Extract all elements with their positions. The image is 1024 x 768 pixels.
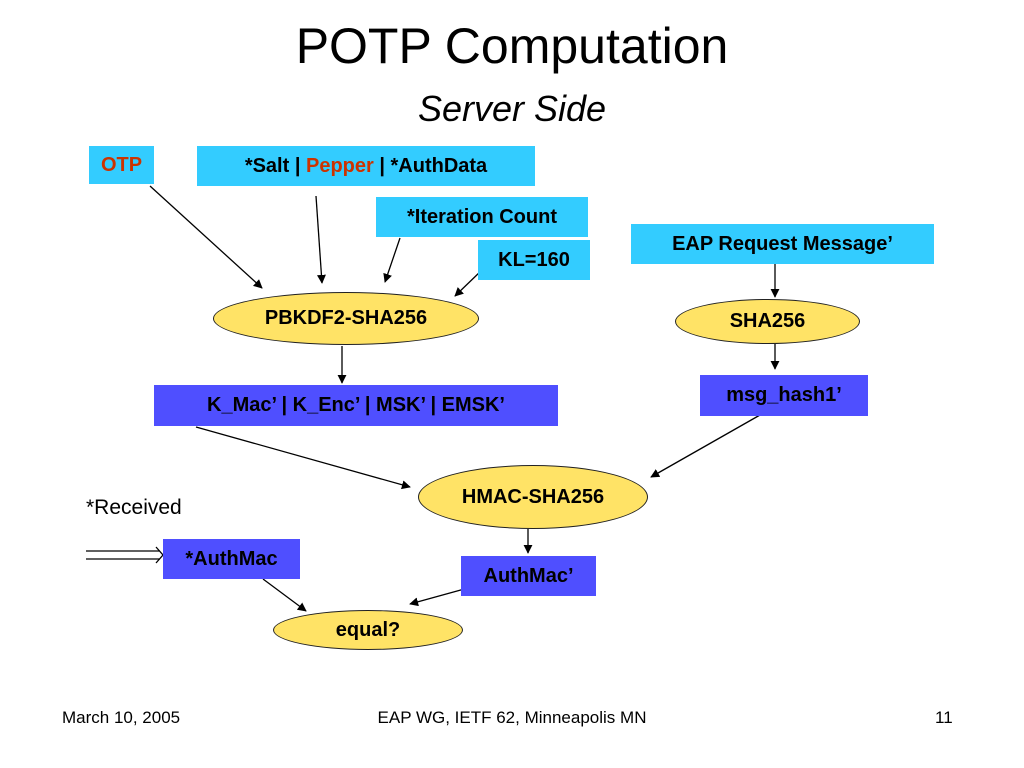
msg-hash-label: msg_hash1’ [726,384,842,406]
received-label: *Received [86,496,182,519]
authmac-received-label: *AuthMac [185,547,278,570]
keys-box: K_Mac’ | K_Enc’ | MSK’ | EMSK’ [154,385,558,426]
sha256-label: SHA256 [729,310,806,332]
hmac-label: HMAC-SHA256 [461,485,605,508]
salt-prefix-label: *Salt | [244,154,306,177]
footer-page-number: 11 [935,708,953,727]
eap-request-box: EAP Request Message’ [631,224,934,264]
iteration-count-box: *Iteration Count [376,197,588,237]
msg-hash-box: msg_hash1’ [700,375,868,416]
arrow-msghash-to-hmac [650,414,761,478]
authmac-computed-box: AuthMac’ [461,556,596,596]
sha256-oval: SHA256 [675,299,860,344]
slide-title: POTP Computation [295,18,729,74]
arrow-authmac-to-equal [262,578,307,612]
otp-label: OTP [100,153,143,176]
pbkdf2-label: PBKDF2-SHA256 [264,307,428,329]
arrow-keys-to-hmac [195,426,411,490]
iteration-count-label: *Iteration Count [407,205,557,228]
equal-label: equal? [335,618,401,641]
footer-date: March 10, 2005 [62,708,181,727]
arrow-received-head [155,546,164,564]
arrow-otp-to-pbkdf2 [149,185,263,289]
arrow-iteration-to-pbkdf2 [383,237,401,283]
arrow-authmac-computed-to-equal [409,587,469,607]
authmac-computed-label: AuthMac’ [483,564,574,587]
hmac-oval: HMAC-SHA256 [418,465,648,529]
salt-pepper-authdata-box: *Salt | Pepper | *AuthData [197,146,535,186]
slide-subtitle: Server Side [417,88,607,129]
kl-label: KL=160 [498,248,570,271]
authdata-label: | *AuthData [373,154,488,177]
pepper-label: Pepper [305,154,374,177]
eap-request-label: EAP Request Message’ [672,232,893,255]
keys-label: K_Mac’ | K_Enc’ | MSK’ | EMSK’ [207,394,505,416]
footer-event: EAP WG, IETF 62, Minneapolis MN [377,708,647,727]
pbkdf2-oval: PBKDF2-SHA256 [213,292,479,345]
equal-oval: equal? [273,610,463,650]
arrow-kl-to-pbkdf2 [454,269,483,297]
kl-box: KL=160 [478,240,590,280]
authmac-received-box: *AuthMac [163,539,300,579]
arrow-salt-to-pbkdf2 [315,195,326,284]
otp-box: OTP [89,146,154,184]
